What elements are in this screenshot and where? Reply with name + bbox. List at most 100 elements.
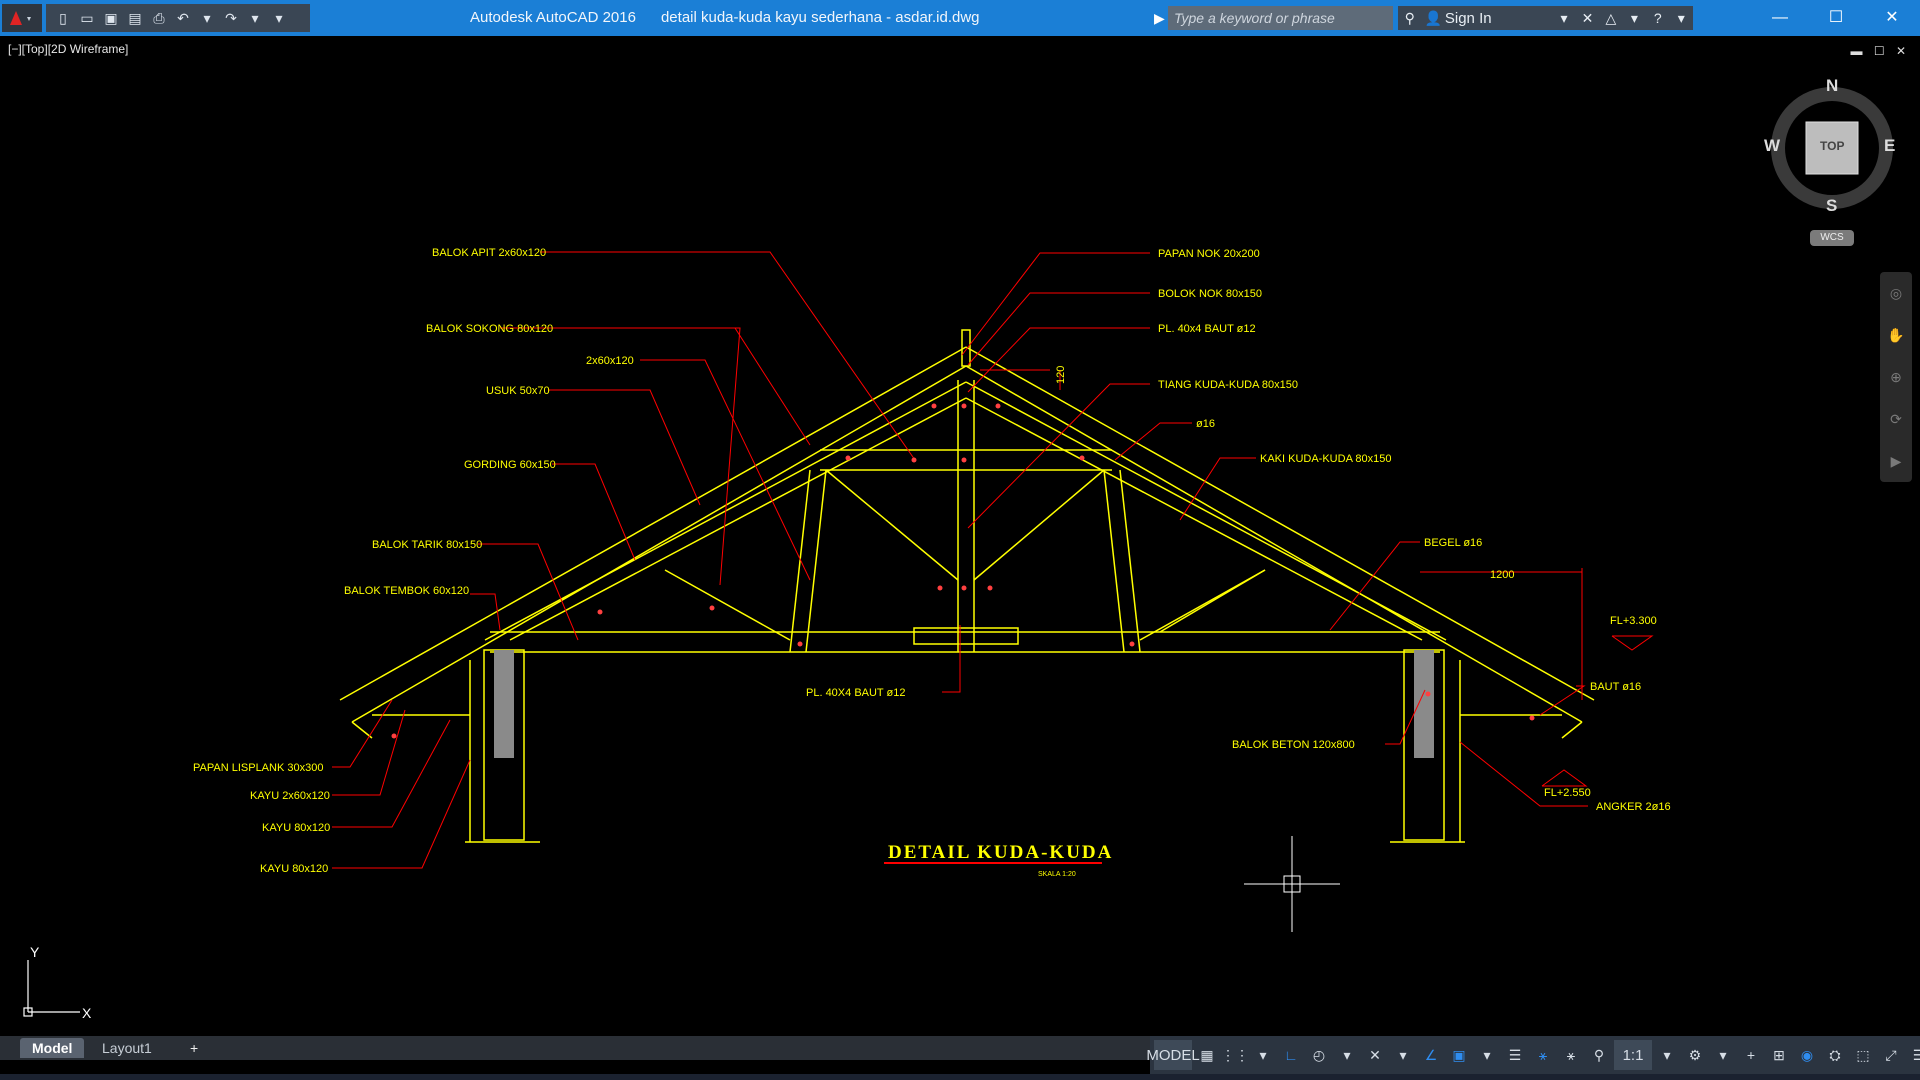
annotation-scale-dropdown-icon[interactable]: ▾ — [1663, 1046, 1671, 1063]
ucs-icon — [23, 960, 80, 1017]
account-toolbar: ⚲ 👤 Sign In ▾ ✕ △ ▾ ? ▾ — [1398, 6, 1693, 30]
a360-dropdown-icon[interactable]: ▾ — [1630, 9, 1638, 26]
drawing-canvas[interactable]: BALOK APIT 2x60x120 BALOK SOKONG 80x120 … — [0, 36, 1920, 1036]
isolate-objects-icon[interactable]: ⬚ — [1856, 1046, 1870, 1063]
tab-layout1[interactable]: Layout1 — [102, 1040, 152, 1056]
label-d16: ø16 — [1196, 418, 1215, 430]
layout-tabs: Model Layout1 + — [0, 1036, 1150, 1060]
viewcube-south[interactable]: S — [1826, 196, 1838, 215]
undo-icon[interactable]: ↶ — [177, 9, 189, 26]
viewcube-north[interactable]: N — [1826, 76, 1839, 95]
label-balok-sokong: BALOK SOKONG 80x120 — [426, 323, 553, 335]
user-icon[interactable]: 👤 — [1424, 9, 1442, 26]
annotation-visibility-icon[interactable]: ⚹ — [1538, 1046, 1548, 1063]
application-menu-button[interactable] — [2, 4, 42, 32]
polar-icon[interactable]: ◴ — [1312, 1046, 1326, 1063]
label-papan-lisplank: PAPAN LISPLANK 30x300 — [193, 762, 323, 774]
exchange-apps-icon[interactable]: ✕ — [1581, 9, 1594, 26]
quick-properties-icon[interactable]: ◉ — [1800, 1046, 1814, 1063]
viewcube-west[interactable]: W — [1764, 136, 1781, 155]
viewport-controls-label[interactable]: [−][Top][2D Wireframe] — [8, 42, 129, 56]
workspace-gear-icon[interactable]: ⚙ — [1688, 1046, 1702, 1063]
isodraft-dropdown-icon[interactable]: ▾ — [1399, 1046, 1407, 1063]
binoculars-icon[interactable]: ⚲ — [1404, 9, 1415, 26]
pan-icon[interactable]: ✋ — [1887, 327, 1905, 343]
annotation-monitor-icon[interactable]: + — [1746, 1047, 1756, 1063]
snap-icon[interactable]: ⋮⋮ — [1221, 1046, 1249, 1063]
quick-access-toolbar: ▯ ▭ ▣ ▤ ⎙ ↶ ▾ ↷ ▾ ▾ — [46, 4, 310, 32]
help-icon[interactable]: ? — [1653, 10, 1662, 26]
new-file-icon[interactable]: ▯ — [59, 9, 67, 26]
label-pl-baut-bottom: PL. 40X4 BAUT ø12 — [806, 687, 905, 699]
search-input[interactable]: ▶ Type a keyword or phrase — [1154, 6, 1393, 30]
lock-ui-icon[interactable]: ⛭ — [1829, 1046, 1841, 1063]
status-bar: MODEL ▦ ⋮⋮ ▾ ∟ ◴ ▾ ✕ ▾ ∠ ▣ ▾ ☰ ⚹ ⚹ ⚲ 1:1… — [1146, 1036, 1920, 1074]
object-snap-tracking-icon[interactable]: ∠ — [1424, 1046, 1438, 1063]
sign-in-dropdown-icon[interactable]: ▾ — [1560, 9, 1568, 26]
tab-model[interactable]: Model — [20, 1038, 85, 1058]
redo-dropdown-icon[interactable]: ▾ — [251, 9, 259, 26]
object-snap-dropdown-icon[interactable]: ▾ — [1483, 1046, 1491, 1063]
grid-icon[interactable]: ▦ — [1200, 1046, 1214, 1063]
model-space-button[interactable]: MODEL — [1146, 1040, 1200, 1070]
clean-screen-icon[interactable]: ⤢ — [1885, 1046, 1897, 1063]
label-balok-tarik: BALOK TARIK 80x150 — [372, 539, 482, 551]
crosshair-cursor — [1244, 836, 1340, 932]
help-dropdown-icon[interactable]: ▾ — [1677, 9, 1685, 26]
object-snap-icon[interactable]: ▣ — [1452, 1046, 1466, 1063]
customization-menu-icon[interactable]: ☰ — [1912, 1046, 1920, 1063]
polar-dropdown-icon[interactable]: ▾ — [1343, 1046, 1351, 1063]
open-file-icon[interactable]: ▭ — [80, 9, 94, 26]
maximize-button[interactable]: ☐ — [1828, 9, 1844, 26]
minimize-button[interactable]: — — [1772, 9, 1788, 26]
viewport-window-controls[interactable]: ▬ ☐ ✕ — [1850, 44, 1910, 58]
snap-dropdown-icon[interactable]: ▾ — [1259, 1046, 1267, 1063]
label-balok-tembok: BALOK TEMBOK 60x120 — [344, 585, 469, 597]
undo-dropdown-icon[interactable]: ▾ — [203, 9, 211, 26]
window-controls: — ☐ ✕ — [1752, 0, 1920, 36]
add-layout-button[interactable]: + — [190, 1040, 199, 1056]
annotation-scale-icon[interactable]: ⚲ — [1593, 1046, 1605, 1063]
save-icon[interactable]: ▣ — [104, 9, 118, 26]
viewcube[interactable]: TOP N S E W — [1762, 76, 1902, 218]
workspace-dropdown-icon[interactable]: ▾ — [1719, 1046, 1727, 1063]
label-bolok-nok: BOLOK NOK 80x150 — [1158, 288, 1262, 300]
ortho-icon[interactable]: ∟ — [1284, 1047, 1298, 1063]
title-bar: ▯ ▭ ▣ ▤ ⎙ ↶ ▾ ↷ ▾ ▾ Autodesk AutoCAD 201… — [0, 0, 1920, 36]
viewcube-top-face[interactable]: TOP — [1820, 139, 1845, 153]
zoom-icon[interactable]: ⊕ — [1890, 369, 1902, 385]
label-baut: BAUT ø16 — [1590, 681, 1641, 693]
autodesk-360-icon[interactable]: △ — [1605, 9, 1617, 26]
print-icon[interactable]: ⎙ — [153, 9, 165, 26]
viewcube-east[interactable]: E — [1884, 136, 1896, 155]
label-balok-beton: BALOK BETON 120x800 — [1232, 739, 1355, 751]
isodraft-icon[interactable]: ✕ — [1369, 1046, 1381, 1063]
close-button[interactable]: ✕ — [1885, 9, 1899, 26]
label-angker: ANGKER 2ø16 — [1596, 801, 1671, 813]
units-icon[interactable]: ⊞ — [1773, 1046, 1785, 1063]
sign-in-button[interactable]: Sign In — [1444, 9, 1492, 27]
label-kayu-80x120-b: KAYU 80x120 — [260, 863, 328, 875]
customize-toolbar-icon[interactable]: ▾ — [275, 9, 283, 26]
wcs-menu[interactable]: WCS — [1810, 230, 1854, 246]
label-kaki: KAKI KUDA-KUDA 80x150 — [1260, 453, 1391, 465]
annotation-scale-value[interactable]: 1:1 — [1614, 1040, 1652, 1070]
search-expand-icon[interactable]: ▶ — [1154, 10, 1165, 26]
ucs-x-label: X — [82, 1005, 92, 1021]
save-as-icon[interactable]: ▤ — [128, 9, 142, 26]
file-name: detail kuda-kuda kayu sederhana - asdar.… — [660, 9, 980, 26]
search-placeholder: Type a keyword or phrase — [1174, 10, 1335, 26]
drawing-scale: SKALA 1:20 — [1038, 871, 1076, 878]
label-pl-baut-top: PL. 40x4 BAUT ø12 — [1158, 323, 1256, 335]
drawing-viewport[interactable]: BALOK APIT 2x60x120 BALOK SOKONG 80x120 … — [0, 36, 1920, 1036]
steering-wheel-icon[interactable]: ◎ — [1889, 285, 1903, 301]
showmotion-icon[interactable]: ▶ — [1890, 453, 1902, 469]
lineweight-icon[interactable]: ☰ — [1508, 1046, 1522, 1063]
level-bottom: FL+2.550 — [1544, 787, 1591, 799]
label-begel: BEGEL ø16 — [1424, 537, 1482, 549]
orbit-icon[interactable]: ⟳ — [1890, 411, 1902, 427]
label-kayu-80x120-a: KAYU 80x120 — [262, 822, 330, 834]
auto-scale-icon[interactable]: ⚹ — [1566, 1046, 1576, 1063]
ucs-y-label: Y — [30, 944, 40, 960]
redo-icon[interactable]: ↷ — [225, 9, 237, 26]
